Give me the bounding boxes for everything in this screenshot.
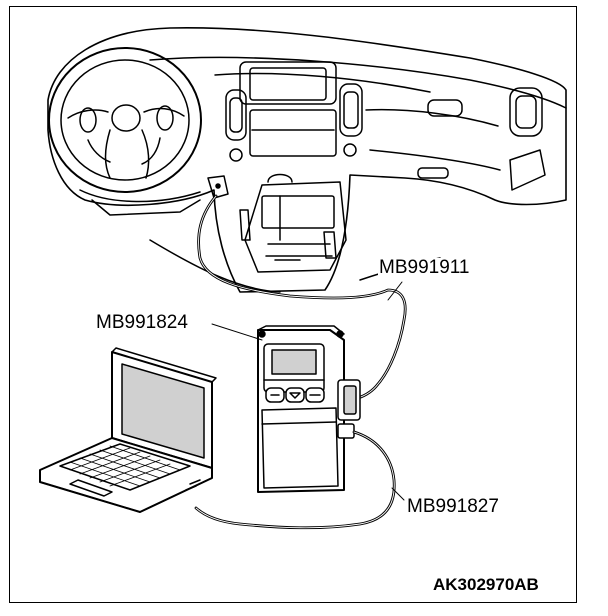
steering-wheel bbox=[48, 47, 202, 193]
laptop bbox=[39, 347, 217, 513]
vci-unit bbox=[257, 325, 361, 493]
main-cable-label: MB991911 bbox=[378, 257, 471, 278]
interface-unit-label: MB991824 bbox=[95, 312, 189, 333]
main-cable-leader bbox=[387, 281, 403, 301]
usb-cable-leader bbox=[391, 487, 405, 501]
diagnostic-connector bbox=[207, 175, 229, 199]
figure-frame bbox=[9, 6, 577, 603]
figure-code: AK302970AB bbox=[433, 575, 539, 594]
center-console bbox=[225, 61, 363, 162]
interface-unit-leader bbox=[211, 323, 263, 341]
vehicle-dashboard bbox=[47, 27, 567, 293]
usb-cable-label: MB991827 bbox=[406, 496, 500, 517]
